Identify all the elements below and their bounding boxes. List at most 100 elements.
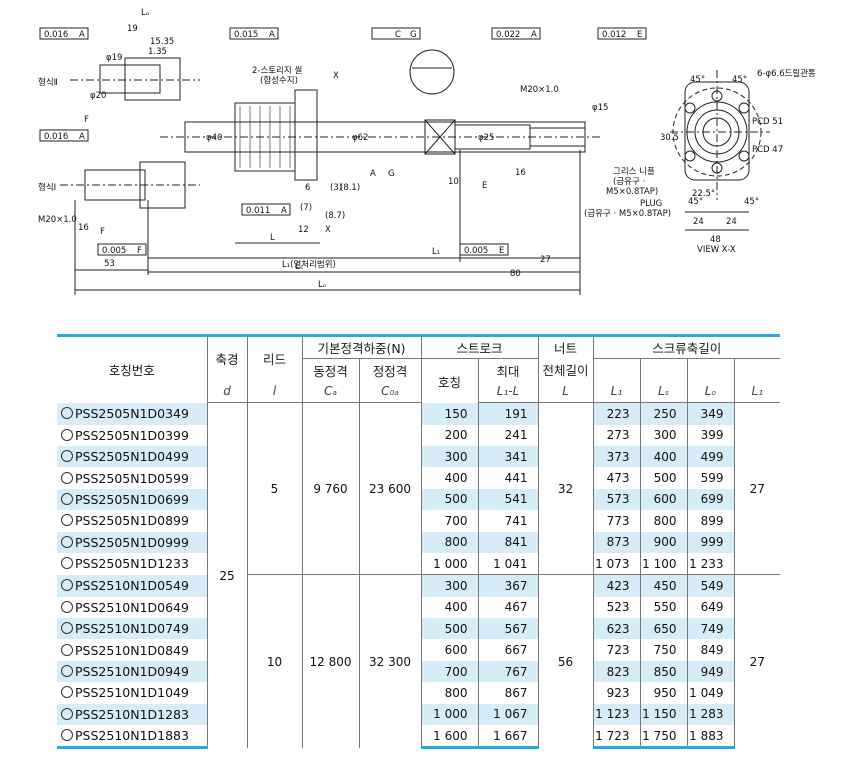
stroke-cell: 400 [421, 467, 479, 489]
part-number: PSS2510N1D1049 [75, 685, 189, 701]
dim-Lo: Lₒ [318, 280, 326, 290]
ls-cell: 450 [640, 574, 688, 597]
th-stat-sym: C₀ₐ [359, 380, 422, 404]
select-circle-icon [61, 428, 73, 441]
lo-cell: 499 [687, 445, 735, 468]
th-max: 최대 [478, 358, 539, 381]
max-cell: 741 [478, 510, 539, 532]
stat-cell: 23 600 [359, 402, 422, 575]
dim-16b: 16 [515, 168, 526, 178]
ls-cell: 250 [640, 402, 688, 425]
max-cell: 241 [478, 424, 539, 446]
select-circle-icon [61, 407, 73, 420]
th-screw-blank-4 [734, 359, 780, 381]
dim-L1: L₁ [432, 247, 440, 257]
select-circle-icon [61, 707, 73, 720]
dim-Ls: Lₛ [295, 262, 303, 272]
spec-table: 호칭번호 축경 리드 기본정격하중(N) 스트로크 너트 스크류축길이 동정격 … [57, 333, 781, 750]
max-cell: 1 667 [478, 725, 539, 750]
label-scraper-sub: (합성수지) [260, 76, 298, 86]
ls-cell: 750 [640, 639, 688, 661]
part-number-cell: PSS2505N1D0999 [57, 531, 208, 553]
dim-80: 80 [510, 269, 521, 279]
dim-1535-top: 15.35 [150, 37, 174, 47]
max-cell: 1 041 [478, 552, 539, 575]
max-cell: 867 [478, 682, 539, 704]
label-pcd51: PCD 51 [752, 117, 783, 127]
l1-cell: 623 [593, 618, 641, 640]
th-dia: 축경 [207, 333, 248, 381]
select-circle-icon [61, 579, 73, 592]
label-grease-sub: (급유구 · [613, 177, 645, 187]
part-number-cell: PSS2510N1D1283 [57, 703, 208, 726]
ref-2: A [79, 132, 85, 142]
part-number: PSS2510N1D0849 [75, 642, 189, 658]
th-s-lo: Lₒ [687, 380, 735, 404]
part-number: PSS2505N1D0349 [75, 406, 189, 422]
max-cell: 541 [478, 488, 539, 511]
th-screw-blank-1 [593, 358, 641, 381]
stroke-cell: 200 [421, 424, 479, 446]
dim-225: 22.5° [692, 189, 715, 199]
part-number: PSS2505N1D0999 [75, 534, 189, 550]
ref-12: F [100, 227, 105, 237]
label-holes: 6-φ6.6드릴관통 [757, 68, 816, 79]
label-grease-sub2: M5×0.8TAP) [606, 187, 658, 197]
lo-cell: 649 [687, 596, 735, 619]
dim-53: 53 [104, 259, 115, 269]
label-view: VIEW X-X [697, 245, 736, 255]
stroke-cell: 500 [421, 488, 479, 511]
stroke-cell: 400 [421, 596, 479, 619]
ls-cell: 650 [640, 618, 688, 640]
dim-27: 27 [540, 255, 551, 265]
label-grease: 그리스 니플 [613, 166, 655, 177]
l1-cell: 273 [593, 424, 641, 446]
dim-305: 30.5 [660, 133, 679, 143]
stroke-cell: 1 600 [421, 725, 479, 750]
tol-5: 0.012 [602, 30, 626, 40]
l1-cell: 523 [593, 596, 641, 619]
ref-4: A [531, 30, 537, 40]
l1-cell: 473 [593, 467, 641, 489]
label-plug-sub: (급유구 · M5×0.8TAP) [584, 209, 671, 219]
l1-cell: 223 [593, 402, 641, 425]
lead-cell: 10 [247, 574, 303, 748]
tol-4: 0.022 [496, 30, 520, 40]
type2-journal [99, 64, 161, 94]
part-number: PSS2510N1D0949 [75, 664, 189, 680]
th-nominal: 호칭 [421, 358, 479, 403]
tol-7: 0.005 [102, 246, 126, 256]
th-lead: 리드 [247, 333, 303, 381]
part-number-cell: PSS2505N1D0499 [57, 445, 208, 468]
label-pcd47: PCD 47 [752, 145, 783, 155]
lead-cell: 5 [247, 402, 303, 575]
max-cell: 1 067 [478, 703, 539, 726]
lo-cell: 699 [687, 488, 735, 511]
l1-cell: 1 073 [593, 552, 641, 575]
max-cell: 667 [478, 639, 539, 661]
label-scraper: 2-스토리지 씰 [252, 65, 302, 76]
part-number-cell: PSS2510N1D0749 [57, 618, 208, 640]
stroke-cell: 150 [421, 402, 479, 425]
part-number-cell: PSS2510N1D0949 [57, 660, 208, 683]
ref-14: G [388, 169, 395, 179]
part-number-cell: PSS2505N1D1233 [57, 552, 208, 575]
l1-cell: 773 [593, 510, 641, 532]
th-load: 기본정격하중(N) [302, 333, 422, 360]
type2-shaft-step [124, 57, 181, 101]
part-number-cell: PSS2505N1D0699 [57, 488, 208, 511]
max-cell: 191 [478, 402, 539, 425]
dim-45a: 45° [690, 75, 705, 85]
dim-phi20: φ20 [90, 91, 106, 101]
label-type1: 형식Ⅰ [38, 183, 56, 193]
select-circle-icon [61, 450, 73, 463]
part-number: PSS2505N1D0399 [75, 427, 189, 443]
ref-7: F [137, 246, 142, 256]
